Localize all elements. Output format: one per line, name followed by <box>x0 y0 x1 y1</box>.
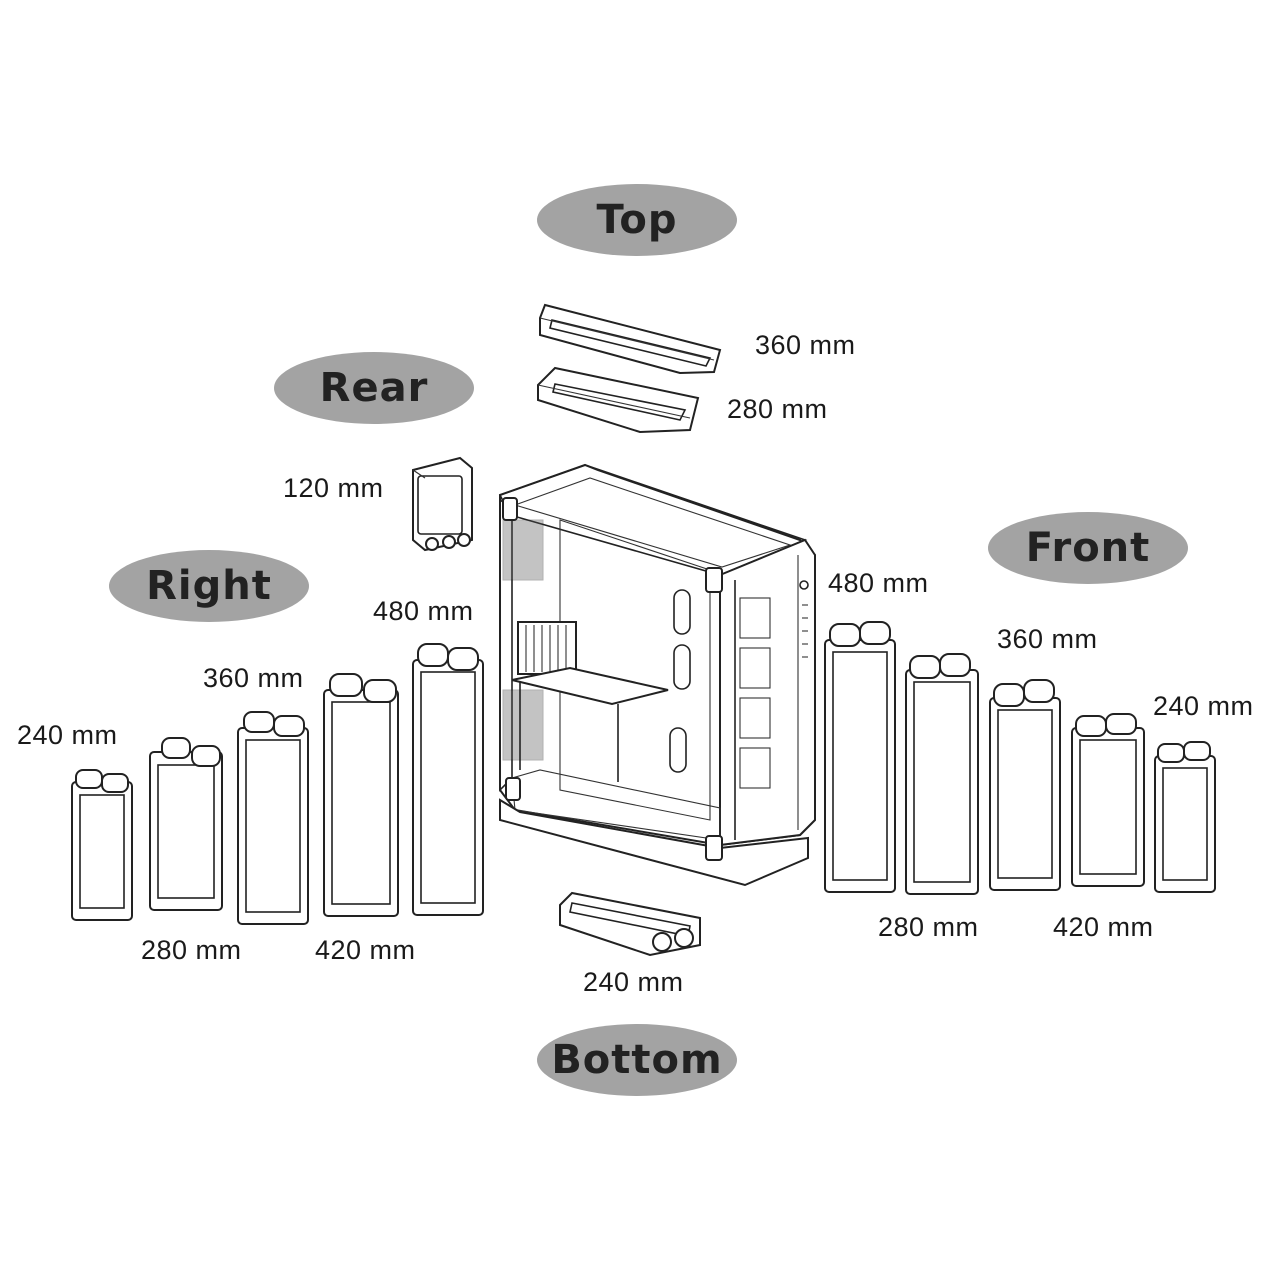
label-front-360: 360 mm <box>997 624 1098 654</box>
label-front-480: 480 mm <box>828 568 929 598</box>
top-radiator-280 <box>537 366 700 434</box>
label-right-280: 280 mm <box>141 935 242 965</box>
rear-radiator-120 <box>412 456 473 552</box>
label-right-240: 240 mm <box>17 720 118 750</box>
group-front-label: Front <box>1025 525 1151 571</box>
right-radiator-420 <box>323 673 399 917</box>
group-rear-label: Rear <box>319 365 429 411</box>
group-right-label: Right <box>146 563 272 609</box>
right-radiator-480 <box>412 643 484 916</box>
label-front-420: 420 mm <box>1053 912 1154 942</box>
group-top-pill: Top <box>537 184 737 256</box>
group-bottom-label: Bottom <box>551 1037 723 1083</box>
label-front-240: 240 mm <box>1153 691 1254 721</box>
right-radiator-240 <box>71 769 133 921</box>
group-bottom-pill: Bottom <box>537 1024 737 1096</box>
right-radiator-280 <box>149 737 223 911</box>
bottom-radiator-240 <box>559 891 701 957</box>
label-rear-120: 120 mm <box>283 473 384 503</box>
label-top-280: 280 mm <box>727 394 828 424</box>
label-right-480: 480 mm <box>373 596 474 626</box>
front-radiator-480 <box>824 621 896 893</box>
label-right-420: 420 mm <box>315 935 416 965</box>
label-top-360: 360 mm <box>755 330 856 360</box>
front-radiator-280 <box>905 653 979 895</box>
front-radiator-360 <box>989 679 1061 891</box>
front-radiator-420 <box>1071 713 1145 887</box>
group-front-pill: Front <box>988 512 1188 584</box>
label-right-360: 360 mm <box>203 663 304 693</box>
group-rear-pill: Rear <box>274 352 474 424</box>
front-radiator-240 <box>1154 741 1216 893</box>
group-top-label: Top <box>596 197 678 243</box>
group-right-pill: Right <box>109 550 309 622</box>
label-front-280: 280 mm <box>878 912 979 942</box>
label-bottom-240: 240 mm <box>583 967 684 997</box>
top-radiator-360 <box>539 303 722 375</box>
right-radiator-360 <box>237 711 309 925</box>
pc-case <box>498 463 816 887</box>
